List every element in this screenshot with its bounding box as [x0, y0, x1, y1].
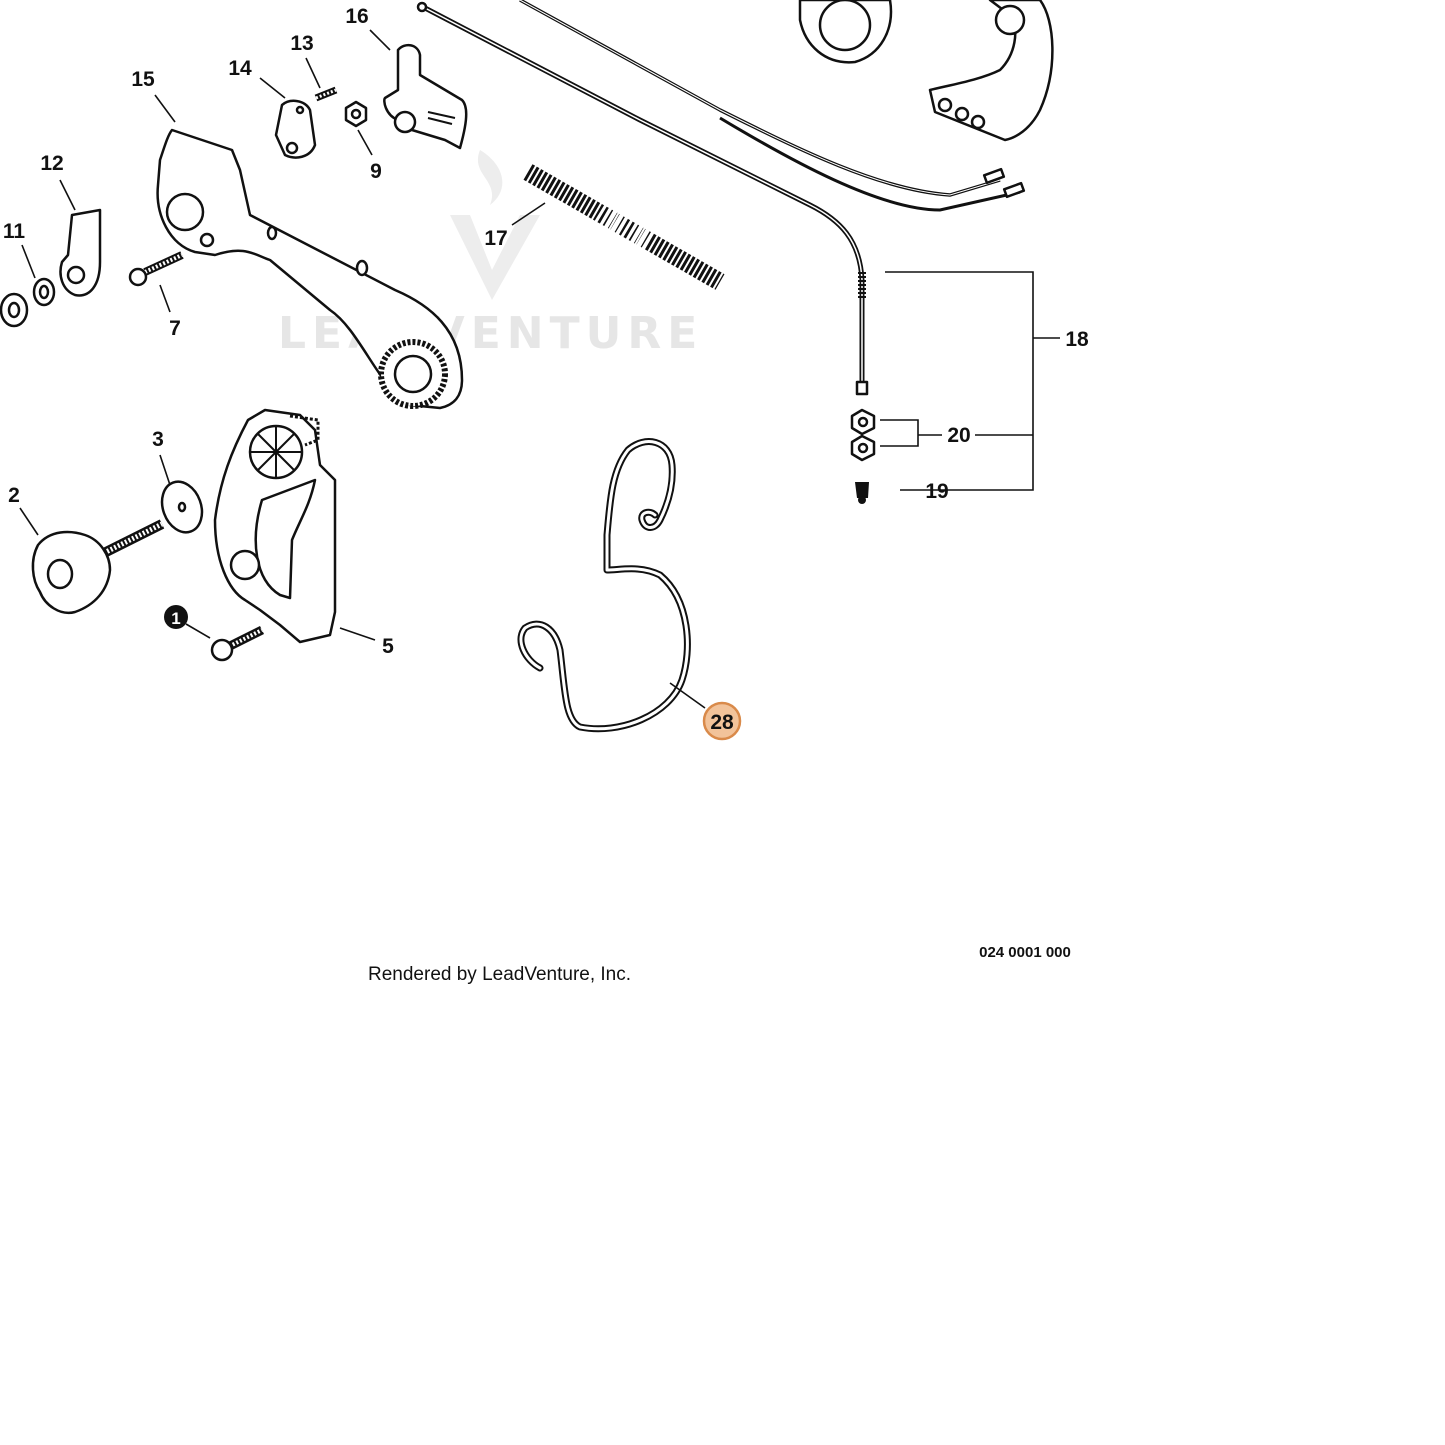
part-screw-1[interactable] — [210, 625, 265, 662]
part-washer-11[interactable] — [0, 277, 56, 328]
callout-12[interactable]: 12 — [40, 152, 63, 175]
callout-13[interactable]: 13 — [290, 32, 313, 55]
callout-11[interactable]: 11 — [3, 220, 26, 243]
part-lever-16[interactable] — [383, 43, 468, 150]
svg-text:1: 1 — [171, 609, 180, 628]
callout-7[interactable]: 7 — [169, 317, 181, 340]
part-handle-15[interactable] — [156, 128, 464, 410]
part-clamp-upper[interactable] — [798, 0, 1054, 142]
part-knob-2[interactable] — [31, 519, 165, 615]
leader-lines — [19, 29, 1060, 709]
callout-5[interactable]: 5 — [382, 635, 394, 658]
callout-1[interactable]: 1 — [164, 605, 188, 629]
part-nuts-20[interactable] — [850, 408, 876, 462]
part-nut-9[interactable] — [344, 100, 368, 128]
callout-17[interactable]: 17 — [484, 227, 507, 250]
callout-2[interactable]: 2 — [8, 484, 20, 507]
callout-16[interactable]: 16 — [345, 5, 368, 28]
callout-18[interactable]: 18 — [1065, 328, 1089, 351]
part-clamp-5[interactable] — [213, 408, 337, 644]
callout-labels: 1 2 3 5 7 9 11 12 13 14 15 16 17 18 19 2… — [3, 5, 1089, 741]
callout-15[interactable]: 15 — [131, 68, 155, 91]
watermark: LEADVENTURE — [278, 150, 697, 359]
callout-20[interactable]: 20 — [947, 424, 970, 447]
part-screw-13[interactable] — [314, 86, 338, 102]
part-spring-hook-28[interactable] — [517, 438, 691, 733]
gear-knob-icon — [378, 339, 448, 409]
diagram-code: 024 0001 000 — [979, 944, 1071, 961]
callout-3[interactable]: 3 — [152, 428, 164, 451]
callout-28-highlighted[interactable]: 28 — [702, 701, 742, 741]
part-washer-3[interactable] — [155, 476, 208, 538]
callout-9[interactable]: 9 — [370, 160, 382, 183]
rendered-by-credit: Rendered by LeadVenture, Inc. — [368, 964, 631, 985]
highlight-marker — [702, 701, 742, 741]
part-cable-18[interactable] — [416, 1, 869, 396]
part-bracket-14[interactable] — [274, 99, 317, 159]
part-fitting-19[interactable] — [855, 482, 869, 504]
callout-14[interactable]: 14 — [228, 57, 252, 80]
part-spring-17[interactable] — [523, 164, 725, 290]
wire-harness — [519, 0, 1026, 212]
svg-text:28: 28 — [710, 711, 734, 734]
callout-19[interactable]: 19 — [925, 480, 948, 503]
part-screw-7[interactable] — [128, 251, 184, 287]
part-12[interactable] — [59, 208, 102, 297]
